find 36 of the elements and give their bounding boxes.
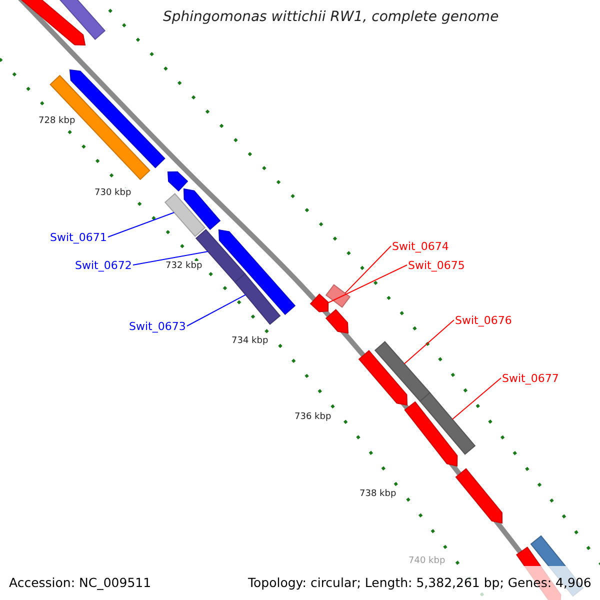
scale-label: 728 kbp <box>38 116 76 126</box>
leader-line <box>108 212 175 238</box>
gene-bar <box>164 193 206 237</box>
gene-bar <box>234 273 281 325</box>
gene-label: Swit_0673 <box>129 320 186 332</box>
scale-label: 738 kbp <box>360 489 396 499</box>
gene-label: Swit_0677 <box>502 372 559 384</box>
gene-feature <box>218 229 296 316</box>
leader-line <box>132 251 208 266</box>
scale-label: 734 kbp <box>232 336 268 346</box>
scale-label: 740 kbp <box>408 556 446 566</box>
gene-bar <box>374 341 431 402</box>
info-text: Accession: NC_009511 <box>9 574 152 590</box>
gene-feature <box>455 468 502 524</box>
leader-line <box>344 246 392 294</box>
leader-line <box>404 320 454 364</box>
scale-label: 736 kbp <box>294 412 332 422</box>
info-text: Topology: circular; Length: 5,382,261 bp; Genes: 4,906 <box>248 574 592 590</box>
gene-bar <box>419 392 476 455</box>
leader-line <box>328 264 408 304</box>
gene-feature <box>325 308 349 334</box>
gene-label: Swit_0671 <box>50 230 107 244</box>
diagram-title: Sphingomonas wittichii RW1, complete genome <box>163 9 499 25</box>
gene-label: Swit_0674 <box>392 240 449 252</box>
gene-feature <box>358 350 408 406</box>
gene-feature <box>310 294 329 312</box>
scale-label: 730 kbp <box>94 188 132 198</box>
gene-label: Swit_0676 <box>455 314 512 326</box>
gene-label: Swit_0672 <box>75 258 132 272</box>
gene-bar <box>325 284 351 308</box>
gene-label: Swit_0675 <box>408 258 465 272</box>
gene-feature <box>404 401 458 467</box>
scale-label: 732 kbp <box>166 261 202 271</box>
gene-feature <box>183 188 221 230</box>
leader-line <box>452 378 502 420</box>
leader-line <box>186 294 246 326</box>
